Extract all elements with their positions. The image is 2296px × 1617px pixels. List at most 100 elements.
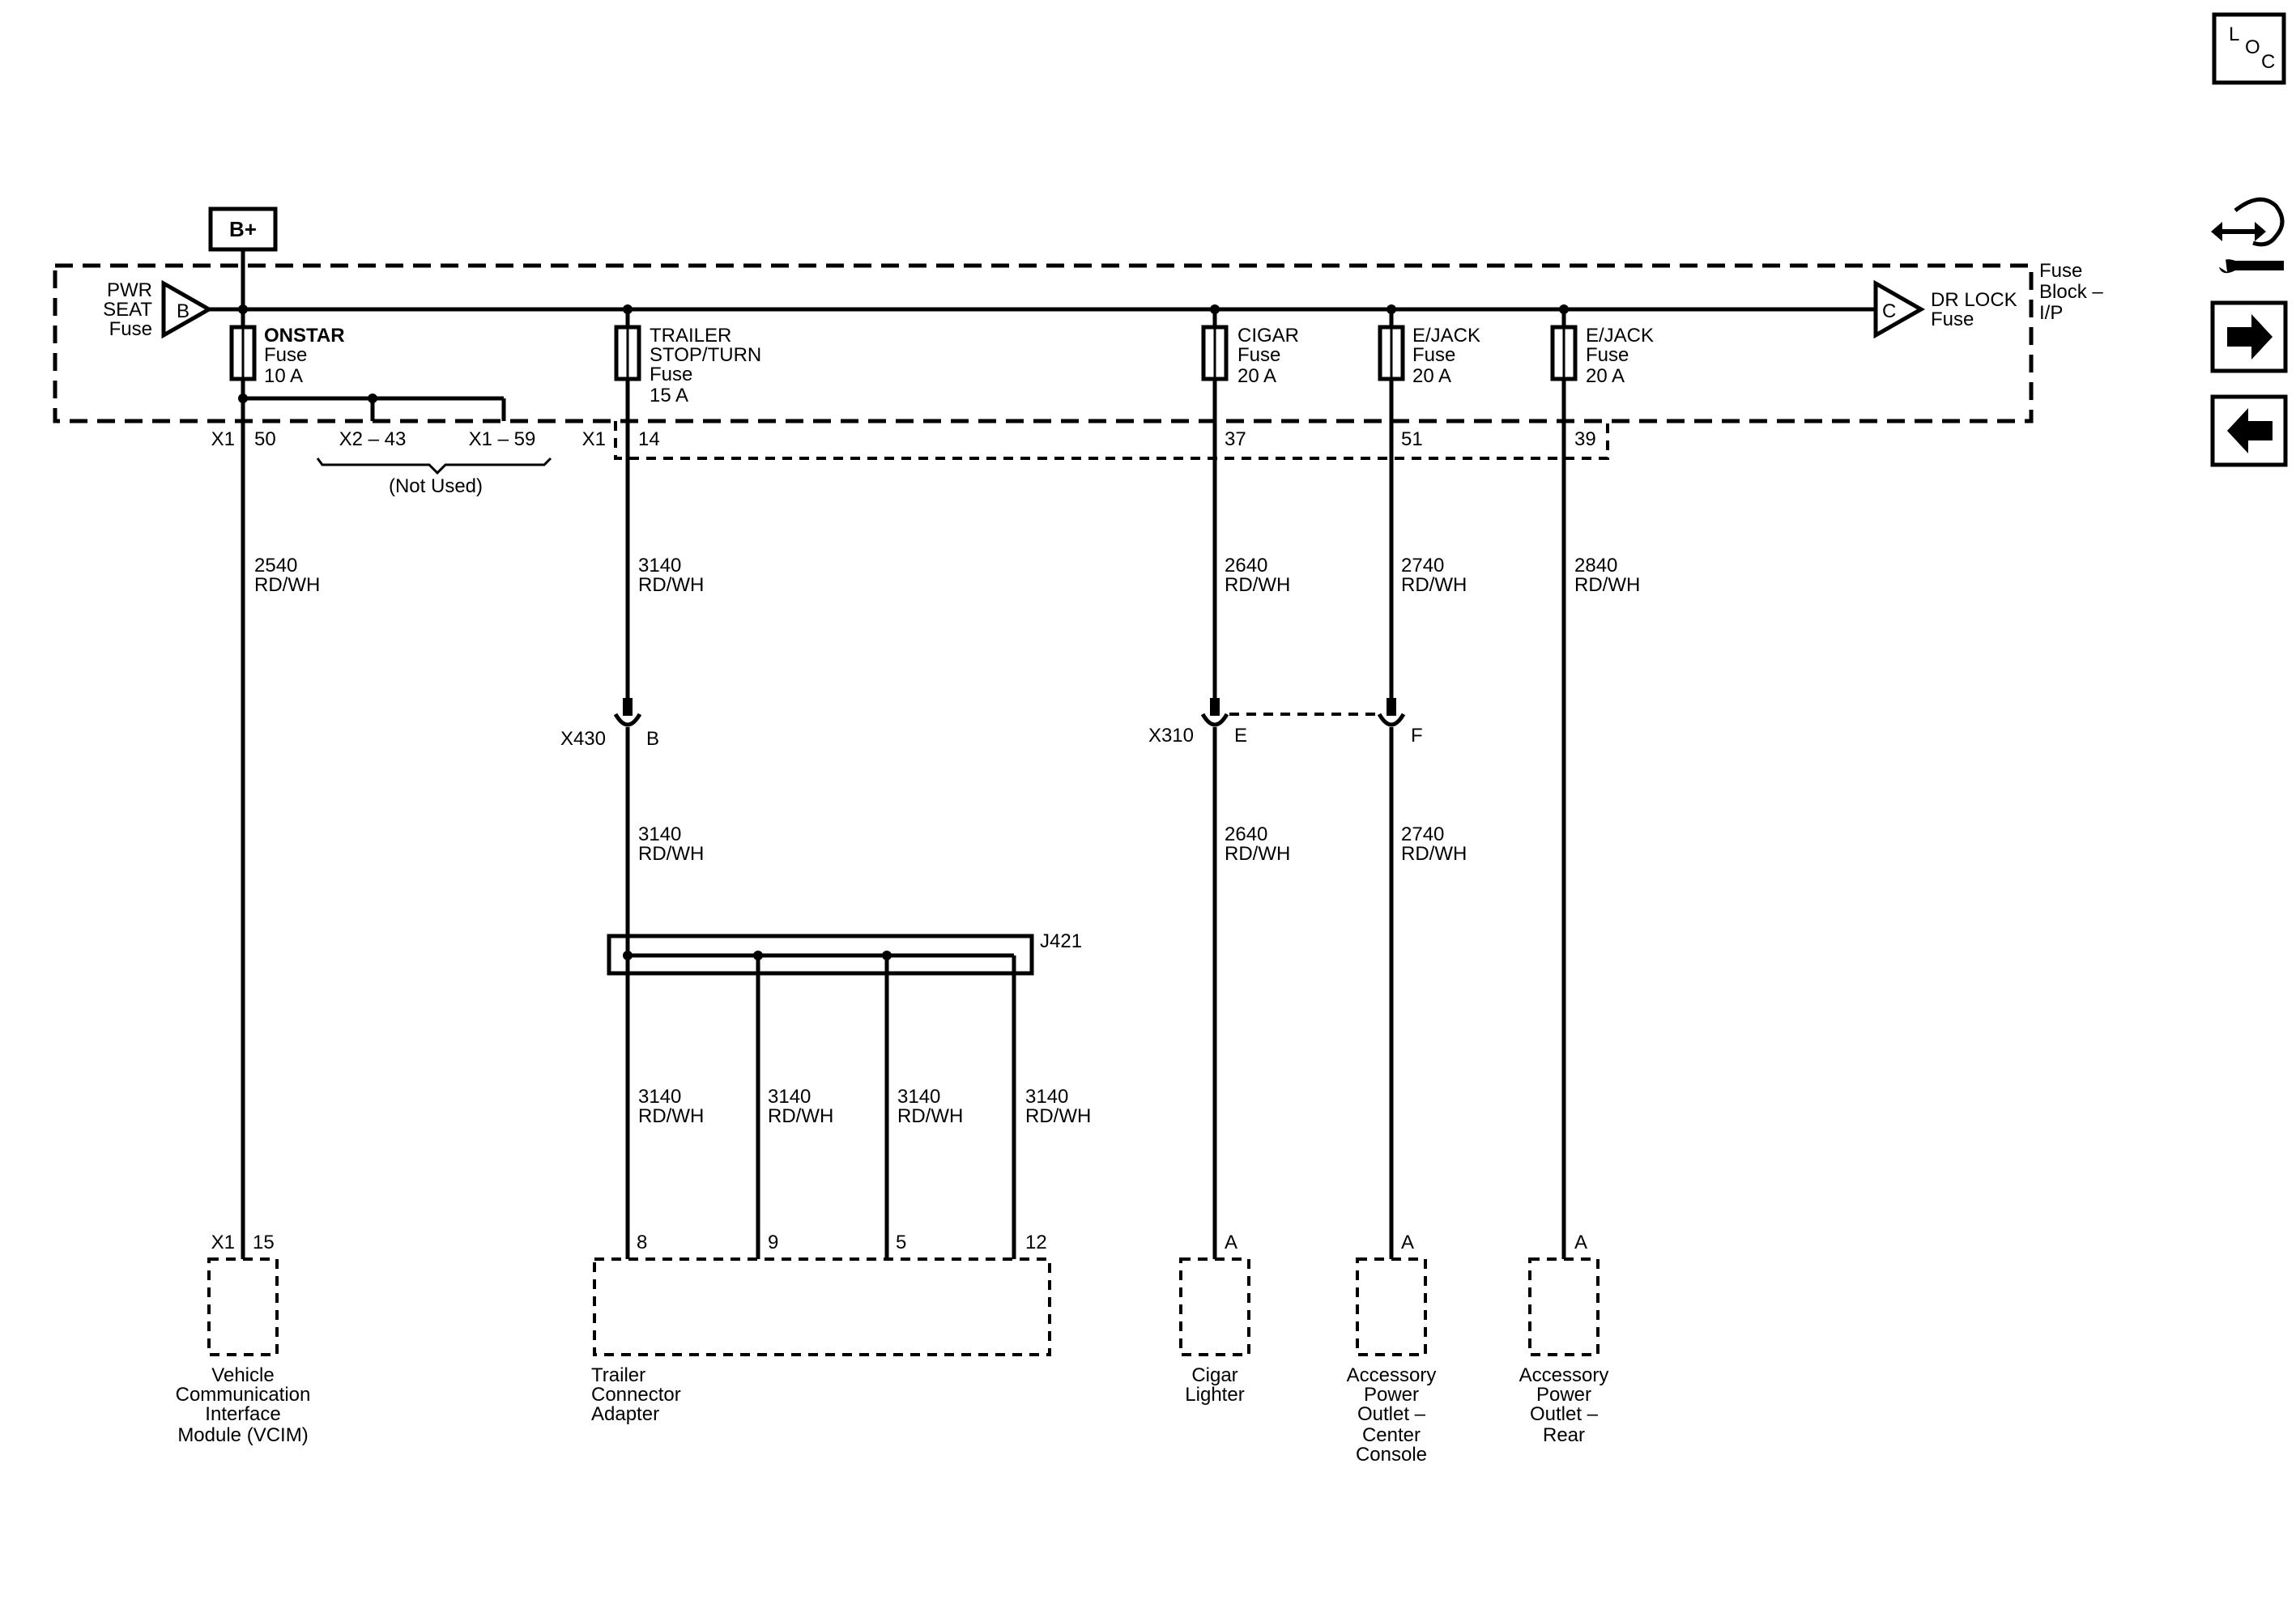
- pin-x1-59: X1 – 59: [469, 428, 536, 450]
- apo-center-pin: A: [1401, 1232, 1414, 1253]
- x430-terminal: [623, 698, 633, 716]
- loc-icon-c: C: [2261, 51, 2275, 73]
- trailer-label-3: Adapter: [591, 1403, 659, 1425]
- wire-2640b-number: 2640: [1225, 823, 1267, 845]
- loc-icon-o: O: [2245, 36, 2260, 58]
- wire-3140a-color: RD/WH: [638, 574, 704, 596]
- fuse-ejack-center[interactable]: E/JACK Fuse 20 A: [1378, 309, 1480, 387]
- trailer-label-1: Trailer: [591, 1364, 645, 1386]
- apo-rear-label-4: Rear: [1543, 1424, 1585, 1446]
- j421-splice-pack[interactable]: [607, 934, 1034, 976]
- apo-center-label-2: Power: [1364, 1384, 1419, 1406]
- trailer-pin-8: 8: [637, 1232, 647, 1253]
- fuse-ejack-center-name: E/JACK: [1412, 325, 1480, 347]
- fuse-onstar-rating: 10 A: [264, 365, 303, 387]
- pin-x2-43: X2 – 43: [339, 428, 407, 450]
- fuse-block-label: Fuse: [2039, 260, 2082, 282]
- x310-pin-f: F: [1411, 725, 1423, 747]
- fuse-onstar[interactable]: ONSTAR Fuse 10 A: [229, 309, 345, 387]
- b-plus-label: B+: [229, 217, 257, 241]
- x310-socket-e: [1200, 713, 1229, 727]
- pwr-seat-label-1: PWR: [107, 279, 152, 301]
- vcim-label-4: Module (VCIM): [177, 1424, 308, 1446]
- component-apo-center-console[interactable]: [1356, 1257, 1427, 1356]
- fuse-trailer-stop-turn[interactable]: TRAILER STOP/TURN Fuse 15 A: [614, 309, 761, 406]
- service-wrench-icon[interactable]: [2211, 197, 2285, 274]
- fuse-cigar-rating: 20 A: [1237, 365, 1276, 387]
- j421-label: J421: [1040, 930, 1082, 952]
- wire-2740b-number: 2740: [1401, 823, 1444, 845]
- apo-center-label-1: Accessory: [1347, 1364, 1437, 1386]
- wire-2640a-number: 2640: [1225, 555, 1267, 577]
- apo-center-label-5: Console: [1356, 1444, 1427, 1466]
- x310-socket-f: [1377, 713, 1406, 727]
- pin-x1-b: X1: [582, 428, 606, 450]
- apo-rear-label-2: Power: [1536, 1384, 1591, 1406]
- pwr-seat-label-3: Fuse: [109, 318, 152, 340]
- component-apo-rear[interactable]: [1528, 1257, 1600, 1356]
- loc-icon[interactable]: L O C: [2212, 12, 2286, 85]
- x310-terminal-f: [1387, 698, 1396, 716]
- fuse-block-outline: [53, 263, 2034, 423]
- component-cigar-lighter[interactable]: [1179, 1257, 1250, 1356]
- fuse-onstar-type: Fuse: [264, 344, 307, 366]
- cigar-label-1: Cigar: [1191, 1364, 1237, 1386]
- vcim-connector: X1: [211, 1232, 235, 1253]
- fuse-ejack-rear-type: Fuse: [1586, 344, 1629, 366]
- b-plus-supply: B+: [208, 206, 278, 309]
- fuse-trailer-type: Fuse: [650, 364, 692, 385]
- wire-2640a-color: RD/WH: [1225, 574, 1290, 596]
- dr-lock-label-1: DR LOCK: [1931, 289, 2017, 311]
- apo-rear-pin: A: [1574, 1232, 1587, 1253]
- fuse-cigar[interactable]: CIGAR Fuse 20 A: [1201, 309, 1299, 387]
- vcim-label-1: Vehicle: [211, 1364, 274, 1386]
- dr-lock-fuse-reference[interactable]: C DR LOCK Fuse: [1873, 279, 2017, 339]
- pin-50: 50: [254, 428, 276, 450]
- x430-pin: B: [646, 728, 659, 750]
- fuse-ejack-center-type: Fuse: [1412, 344, 1455, 366]
- pwr-seat-pin: B: [177, 300, 190, 322]
- wire-3140c3-number: 3140: [897, 1086, 940, 1108]
- wire-3140c2-color: RD/WH: [768, 1105, 833, 1127]
- fuse-ejack-rear[interactable]: E/JACK Fuse 20 A: [1550, 309, 1654, 387]
- arrow-right-icon[interactable]: [2210, 300, 2288, 373]
- fuse-ejack-center-rating: 20 A: [1412, 365, 1451, 387]
- fuse-cigar-name: CIGAR: [1237, 325, 1299, 347]
- x310-label: X310: [1148, 725, 1194, 747]
- trailer-label-2: Connector: [591, 1384, 681, 1406]
- wire-3140b-color: RD/WH: [638, 843, 704, 865]
- x310-pin-e: E: [1234, 725, 1247, 747]
- vcim-label-2: Communication: [176, 1384, 311, 1406]
- wire-3140c1-color: RD/WH: [638, 1105, 704, 1127]
- fuse-trailer-name: TRAILER: [650, 325, 731, 347]
- cigar-pin: A: [1225, 1232, 1237, 1253]
- wire-3140c4-color: RD/WH: [1025, 1105, 1091, 1127]
- pwr-seat-fuse-reference[interactable]: B PWR SEAT Fuse: [103, 279, 214, 340]
- component-vcim[interactable]: [207, 1257, 279, 1356]
- wire-3140b-number: 3140: [638, 823, 681, 845]
- arrow-left-icon[interactable]: [2210, 394, 2288, 467]
- wire-3140c2-number: 3140: [768, 1086, 811, 1108]
- wire-2740a-color: RD/WH: [1401, 574, 1467, 596]
- wire-2740b-color: RD/WH: [1401, 843, 1467, 865]
- trailer-pin-12: 12: [1025, 1232, 1047, 1253]
- wire-3140c4-number: 3140: [1025, 1086, 1068, 1108]
- fuse-ejack-rear-name: E/JACK: [1586, 325, 1654, 347]
- not-used-label: (Not Used): [389, 475, 483, 497]
- x430-label: X430: [560, 728, 606, 750]
- apo-center-label-4: Center: [1362, 1424, 1421, 1446]
- dr-lock-pin: C: [1882, 300, 1896, 322]
- wire-2640b-color: RD/WH: [1225, 843, 1290, 865]
- component-trailer-connector-adapter[interactable]: [593, 1257, 1051, 1356]
- trailer-pin-9: 9: [768, 1232, 778, 1253]
- apo-center-label-3: Outlet –: [1357, 1403, 1426, 1425]
- pwr-seat-label-2: SEAT: [103, 299, 152, 321]
- fuse-ejack-rear-rating: 20 A: [1586, 365, 1625, 387]
- vcim-pin: 15: [253, 1232, 275, 1253]
- wire-2840-number: 2840: [1574, 555, 1617, 577]
- pin-x1-a: X1: [211, 428, 235, 450]
- wire-2540-number: 2540: [254, 555, 297, 577]
- dr-lock-label-2: Fuse: [1931, 309, 1974, 330]
- x1-connector-outline: [614, 421, 1609, 460]
- fuse-cigar-type: Fuse: [1237, 344, 1280, 366]
